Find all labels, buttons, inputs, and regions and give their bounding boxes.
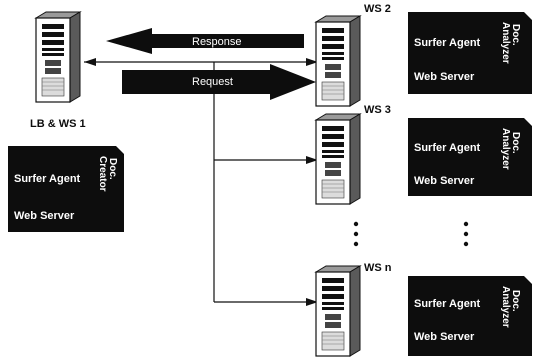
- workstation-ws2: WS 2 Surfer Agent Web Server Doc. Analyz…: [315, 3, 532, 107]
- ws3-doc-label-line2: Analyzer: [500, 128, 511, 170]
- ws3-surfer-agent-label: Surfer Agent: [414, 142, 481, 154]
- lb-web-server-label: Web Server: [14, 210, 75, 222]
- ws3-web-server-label: Web Server: [414, 175, 475, 187]
- ellipsis-dots: [353, 221, 469, 247]
- connection-lines: [84, 61, 312, 303]
- lb-surfer-agent-label: Surfer Agent: [14, 173, 81, 185]
- lb-doc-label-line1: Doc.: [107, 158, 118, 180]
- wsn-doc-label-line2: Analyzer: [500, 286, 511, 328]
- ws2-doc-label-line1: Doc.: [510, 24, 521, 46]
- wsn-surfer-agent-label: Surfer Agent: [414, 298, 481, 310]
- ws3-server-tower: [315, 113, 361, 205]
- lb-label: LB & WS 1: [30, 118, 86, 130]
- ws3-connector-arrowhead: [306, 156, 318, 164]
- ws2-connector-arrowhead: [306, 58, 318, 66]
- wsn-connector-arrowhead: [306, 298, 318, 306]
- wsn-component-panel: [408, 276, 532, 356]
- ws2-surfer-agent-label: Surfer Agent: [414, 37, 481, 49]
- ws3-label: WS 3: [364, 104, 391, 116]
- lb-doc-label-line2: Creator: [97, 156, 108, 192]
- ws2-doc-label-line2: Analyzer: [500, 22, 511, 64]
- response-arrow: Response: [106, 28, 304, 54]
- lb-component-panel: Surfer Agent Web Server Doc. Creator: [8, 146, 124, 232]
- response-arrow-label: Response: [192, 36, 242, 48]
- ws2-server-tower: [315, 15, 361, 107]
- wsn-server-tower: [315, 265, 361, 357]
- workstation-ws3: WS 3 Surfer Agent Web Server Doc. Analyz…: [315, 104, 532, 205]
- wsn-doc-label-line1: Doc.: [510, 290, 521, 312]
- connection-arrowheads: [84, 58, 318, 306]
- workstation-wsn: WS n Surfer Agent Web Server Doc. Analyz…: [315, 262, 532, 357]
- request-arrow-label: Request: [192, 76, 233, 88]
- wsn-web-server-label: Web Server: [414, 331, 475, 343]
- ws2-web-server-label: Web Server: [414, 71, 475, 83]
- wsn-label: WS n: [364, 262, 392, 274]
- ws3-doc-label-line1: Doc.: [510, 132, 521, 154]
- request-arrow: Request: [122, 64, 316, 100]
- lb-connector-arrowhead: [84, 58, 96, 66]
- ws2-label: WS 2: [364, 3, 391, 15]
- lb-server-tower: [35, 11, 81, 103]
- ws2-component-panel: [408, 12, 532, 94]
- ws3-component-panel: [408, 118, 532, 196]
